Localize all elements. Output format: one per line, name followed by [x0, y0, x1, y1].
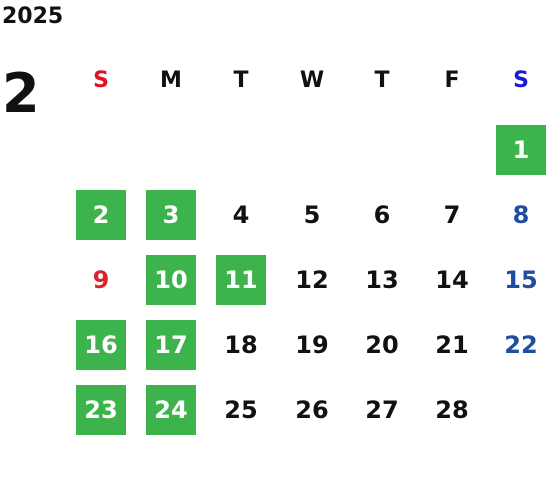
- weekday-mon: M: [160, 68, 182, 93]
- day-cell-19[interactable]: 19: [295, 331, 329, 359]
- day-cell-15[interactable]: 15: [504, 266, 538, 294]
- day-cell-5[interactable]: 5: [303, 201, 321, 229]
- day-cell-3[interactable]: 3: [146, 190, 196, 240]
- weekday-tue: T: [233, 68, 249, 93]
- day-cell-12[interactable]: 12: [295, 266, 329, 294]
- day-cell-20[interactable]: 20: [365, 331, 399, 359]
- day-cell-7[interactable]: 7: [443, 201, 461, 229]
- day-cell-13[interactable]: 13: [365, 266, 399, 294]
- weekday-thu: T: [374, 68, 390, 93]
- month-label: 2: [2, 62, 40, 125]
- day-cell-25[interactable]: 25: [224, 396, 258, 424]
- day-cell-8[interactable]: 8: [512, 201, 530, 229]
- day-cell-6[interactable]: 6: [373, 201, 391, 229]
- day-cell-4[interactable]: 4: [232, 201, 250, 229]
- day-cell-9[interactable]: 9: [92, 266, 110, 294]
- day-cell-22[interactable]: 22: [504, 331, 538, 359]
- weekday-sun: S: [93, 68, 109, 93]
- day-cell-23[interactable]: 23: [76, 385, 126, 435]
- day-cell-28[interactable]: 28: [435, 396, 469, 424]
- day-cell-24[interactable]: 24: [146, 385, 196, 435]
- day-cell-10[interactable]: 10: [146, 255, 196, 305]
- day-cell-14[interactable]: 14: [435, 266, 469, 294]
- weekday-fri: F: [444, 68, 460, 93]
- day-cell-16[interactable]: 16: [76, 320, 126, 370]
- day-cell-27[interactable]: 27: [365, 396, 399, 424]
- day-cell-18[interactable]: 18: [224, 331, 258, 359]
- day-cell-2[interactable]: 2: [76, 190, 126, 240]
- day-cell-17[interactable]: 17: [146, 320, 196, 370]
- day-cell-11[interactable]: 11: [216, 255, 266, 305]
- year-label: 2025: [2, 4, 64, 29]
- day-cell-21[interactable]: 21: [435, 331, 469, 359]
- weekday-wed: W: [299, 68, 325, 93]
- day-cell-1[interactable]: 1: [496, 125, 546, 175]
- weekday-sat: S: [513, 68, 529, 93]
- day-cell-26[interactable]: 26: [295, 396, 329, 424]
